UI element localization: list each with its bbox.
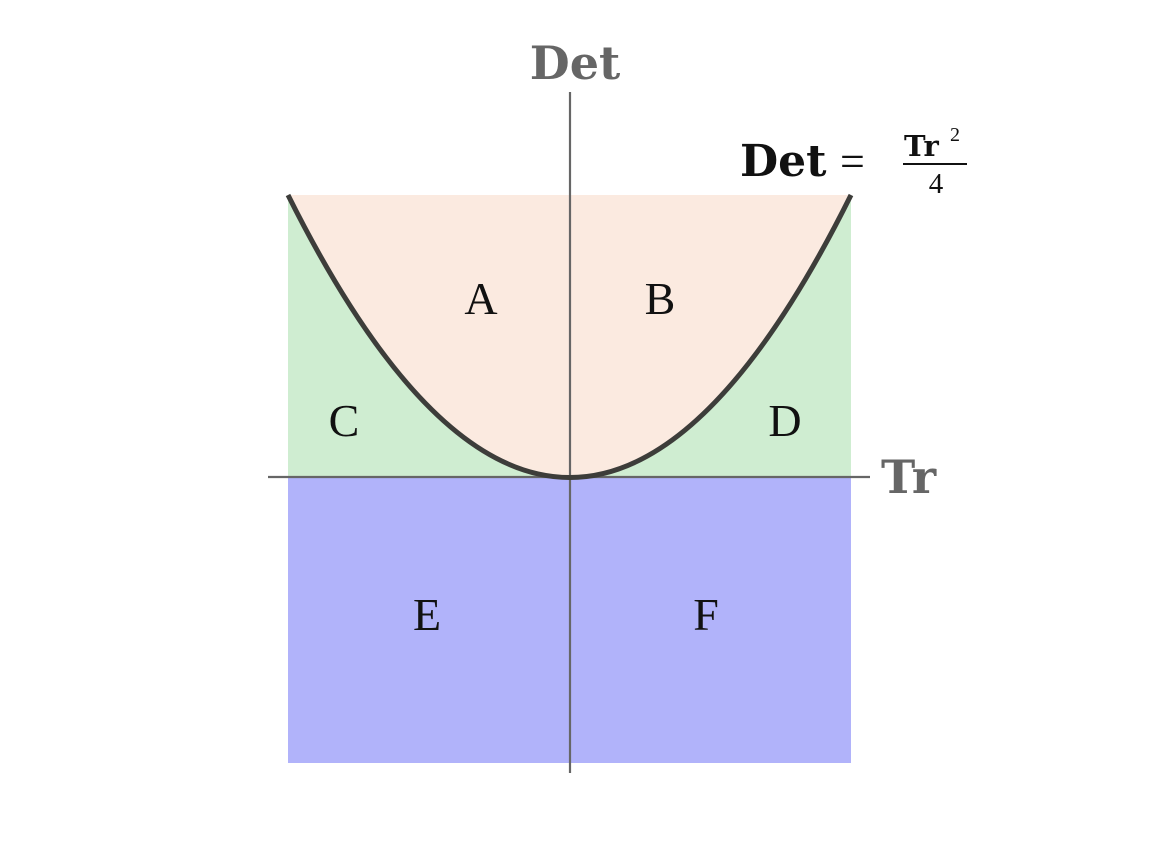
region-label-e: E	[413, 589, 441, 640]
curve-equation-label: Det = Tr 2 4	[740, 124, 967, 200]
equation-lhs: Det	[740, 136, 827, 187]
region-label-d: D	[768, 395, 801, 446]
region-label-c: C	[329, 395, 360, 446]
equation-exponent: 2	[950, 124, 960, 146]
parabola-curve	[285, 193, 854, 480]
region-label-f: F	[693, 589, 719, 640]
det-axis-title: Det	[530, 36, 621, 90]
region-label-b: B	[645, 273, 676, 324]
tr-axis-title: Tr	[881, 450, 937, 504]
equation-equals: =	[840, 137, 865, 186]
equation-numerator: Tr	[904, 129, 939, 163]
equation-denominator: 4	[929, 168, 944, 200]
region-label-a: A	[464, 273, 497, 324]
